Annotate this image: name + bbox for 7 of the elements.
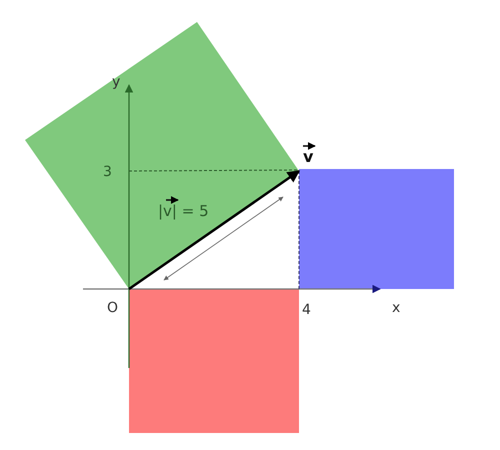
magnitude-label: |v| = 5 (158, 203, 209, 219)
axis-label: x (392, 300, 400, 316)
vector-label: v (303, 149, 314, 165)
axis-label: y (112, 74, 120, 90)
origin-label: O (107, 300, 118, 316)
tick-label: 3 (103, 164, 112, 180)
tick-label: 4 (302, 302, 311, 318)
